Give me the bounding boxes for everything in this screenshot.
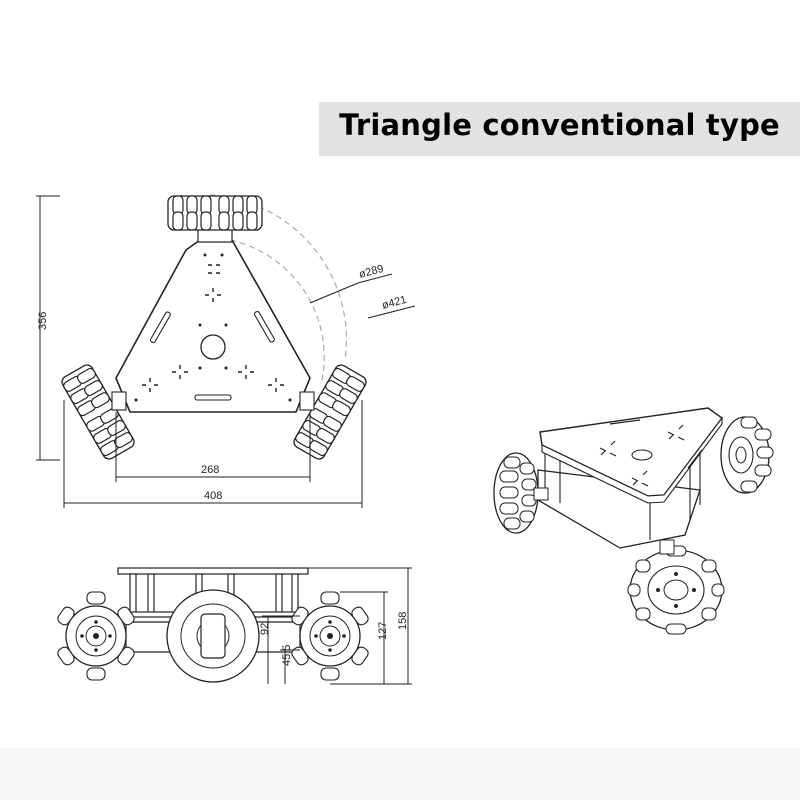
top-view: ø289 ø421 356 268 408 [36,194,416,508]
drawing-title: Triangle conventional type [339,108,780,142]
center-hole [200,334,226,360]
dim-label-268: 268 [201,464,219,476]
dim-line-268 [115,412,311,482]
arc-421 [229,239,325,381]
bottom-band [0,748,800,800]
omni-wheel-middle [166,589,260,683]
iso-wheel-right [720,416,774,494]
isometric-view [493,407,774,635]
dim-label-45-5: 45.5 [281,645,293,666]
title-banner: Triangle conventional type [319,102,800,156]
omni-wheel-side-left [57,591,135,681]
triangle-plate [115,239,311,413]
dim-label-127: 127 [377,622,389,640]
dim-line-356 [36,195,60,461]
dim-label-158: 158 [397,612,409,630]
iso-wheel-front [627,545,725,635]
dim-line-408 [63,400,363,508]
omni-wheel-side-right [291,591,369,681]
leader-289 [309,282,359,304]
dim-label-356: 356 [37,312,49,330]
leader-421 [367,305,416,319]
dim-label-408: 408 [204,490,222,502]
omni-wheel-top [167,195,263,243]
dim-label-92: 92 [259,623,271,635]
iso-wheel-left [493,452,539,534]
dim-label-289: ø289 [358,263,385,281]
side-view: 158 127 92 45.5 [57,567,412,685]
omni-wheel-right [293,364,367,460]
